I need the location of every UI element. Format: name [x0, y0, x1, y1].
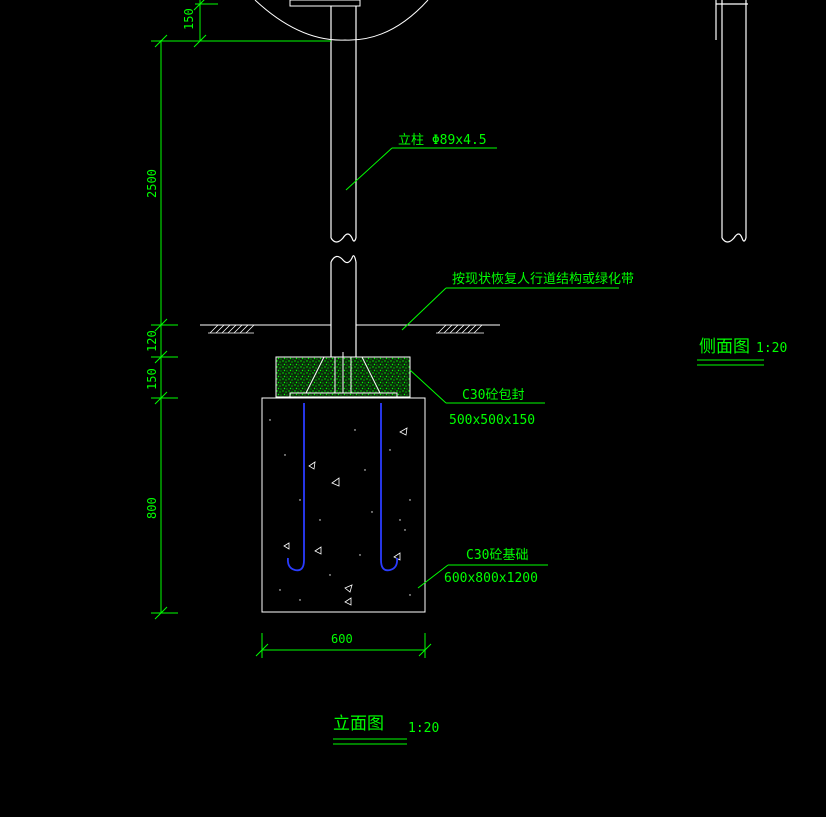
dim-2500: 2500	[145, 169, 159, 198]
aggregate-marks	[283, 427, 408, 606]
leader-foundation	[417, 564, 548, 589]
leader-cap	[409, 369, 545, 404]
leader-post	[345, 147, 497, 191]
elevation-title-underline	[333, 738, 407, 745]
post-upper	[330, 6, 357, 243]
concrete-foundation	[261, 397, 426, 613]
side-view-title-underline	[697, 359, 764, 366]
sign-disk-outline	[254, 0, 429, 41]
side-view-scale: 1:20	[756, 341, 787, 356]
label-foundation-line2: 600x800x1200	[444, 571, 538, 586]
dim-150-top: 150	[182, 8, 196, 30]
dim-120: 120	[145, 330, 159, 352]
vertical-dimension-line	[151, 0, 331, 620]
post-lower	[330, 255, 357, 360]
label-cap-line1: C30砼包封	[462, 388, 524, 403]
dim-800: 800	[145, 497, 159, 519]
dim-600: 600	[331, 632, 353, 646]
side-view: 侧面图 1:20	[697, 0, 787, 366]
aggregate-dots	[269, 419, 411, 601]
elevation-view: 150 2500 120 150 800 600 立柱 Φ89x4.5 按现状恢…	[145, 0, 634, 745]
label-post: 立柱 Φ89x4.5	[398, 133, 487, 148]
label-foundation-line1: C30砼基础	[466, 548, 528, 563]
side-view-title: 侧面图	[699, 337, 750, 357]
side-post	[715, 0, 748, 243]
anchor-bolts	[286, 403, 399, 572]
sign-bracket	[289, 0, 361, 7]
elevation-scale: 1:20	[408, 721, 439, 736]
label-ground: 按现状恢复人行道结构或绿化带	[452, 272, 634, 287]
dim-150: 150	[145, 368, 159, 390]
horizontal-dimension-line	[255, 633, 432, 658]
ground-line	[200, 324, 500, 334]
elevation-title: 立面图	[333, 714, 384, 734]
label-cap-line2: 500x500x150	[449, 413, 535, 428]
leader-ground	[401, 287, 619, 331]
